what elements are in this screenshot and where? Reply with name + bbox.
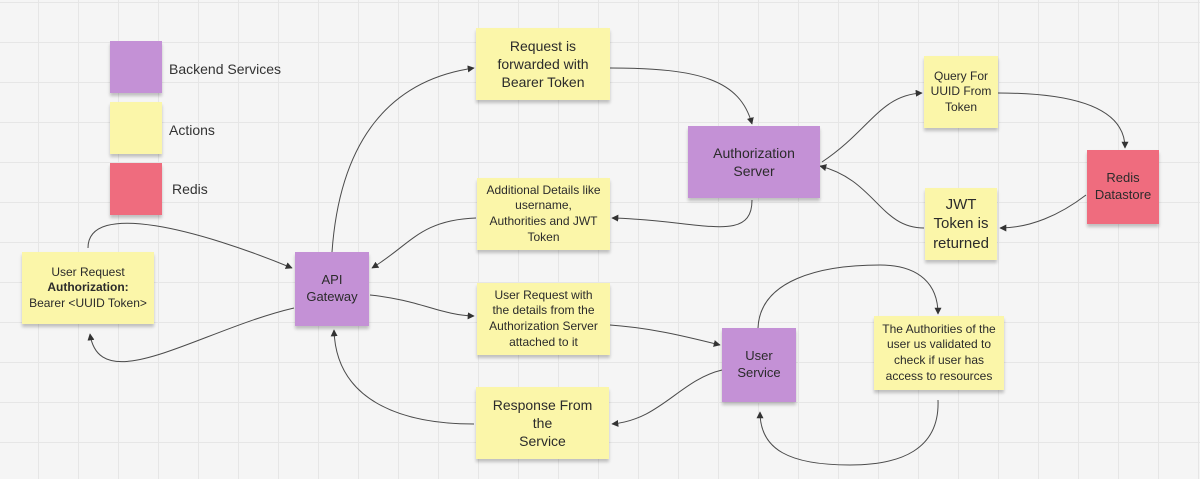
- api-gateway-label: API Gateway: [306, 272, 358, 304]
- legend-label-actions: Actions: [169, 122, 215, 138]
- authorities-validated-label: The Authorities of the user us validated…: [882, 321, 996, 383]
- edge-redis-to-jwt: [999, 194, 1087, 232]
- edge-gateway-to-userreq-details: [369, 294, 475, 320]
- note-authorities-validated[interactable]: The Authorities of the user us validated…: [874, 316, 1004, 390]
- note-response-from-service[interactable]: Response From the Service: [476, 387, 609, 459]
- edge-authorities-to-userservice: [756, 399, 939, 466]
- user-request-line3: Bearer <UUID Token>: [29, 295, 147, 310]
- node-redis-datastore[interactable]: Redis Datastore: [1087, 150, 1159, 224]
- note-jwt-returned[interactable]: JWT Token is returned: [925, 188, 997, 260]
- edge-user-to-gateway: [87, 222, 293, 269]
- response-from-service-label: Response From the Service: [492, 396, 593, 450]
- user-request-line1: User Request: [51, 264, 125, 279]
- forward-request-label: Request is forwarded with Bearer Token: [497, 37, 589, 91]
- node-authorization-server[interactable]: Authorization Server: [688, 126, 820, 198]
- edge-auth-to-details: [611, 199, 753, 228]
- legend-swatch-backend: [110, 41, 162, 93]
- edge-jwt-to-auth: [819, 164, 925, 229]
- edge-forward-to-auth: [609, 67, 754, 125]
- legend-swatch-redis: [110, 163, 162, 215]
- node-api-gateway[interactable]: API Gateway: [295, 252, 369, 326]
- note-user-request[interactable]: User Request Authorization: Bearer <UUID…: [22, 252, 154, 324]
- edge-userreq-details-to-userservice: [609, 324, 721, 347]
- edge-userservice-to-response: [611, 369, 723, 427]
- edge-gateway-to-user: [87, 307, 295, 363]
- legend-swatch-actions: [110, 102, 162, 154]
- edge-details-to-gateway: [371, 217, 477, 269]
- edge-gateway-to-forward: [331, 65, 475, 253]
- note-additional-details[interactable]: Additional Details like username, Author…: [477, 178, 610, 250]
- node-user-service[interactable]: User Service: [722, 328, 796, 402]
- legend-label-redis: Redis: [172, 181, 208, 197]
- note-user-request-details[interactable]: User Request with the details from the A…: [477, 283, 610, 355]
- edge-response-to-gateway: [330, 329, 475, 425]
- edge-userservice-to-authorities: [757, 264, 942, 329]
- user-request-details-label: User Request with the details from the A…: [489, 287, 598, 349]
- user-service-label: User Service: [737, 348, 781, 380]
- edge-query-to-redis: [997, 92, 1129, 149]
- redis-datastore-label: Redis Datastore: [1094, 170, 1152, 202]
- query-uuid-label: Query For UUID From Token: [930, 68, 992, 114]
- additional-details-label: Additional Details like username, Author…: [486, 182, 601, 244]
- note-forward-request[interactable]: Request is forwarded with Bearer Token: [476, 28, 610, 100]
- note-query-uuid[interactable]: Query For UUID From Token: [924, 56, 998, 128]
- user-request-line2: Authorization:: [47, 280, 129, 295]
- legend-label-backend: Backend Services: [169, 61, 282, 77]
- edge-auth-to-query: [821, 89, 923, 163]
- authorization-server-label: Authorization Server: [713, 144, 795, 179]
- jwt-returned-label: JWT Token is returned: [933, 195, 989, 252]
